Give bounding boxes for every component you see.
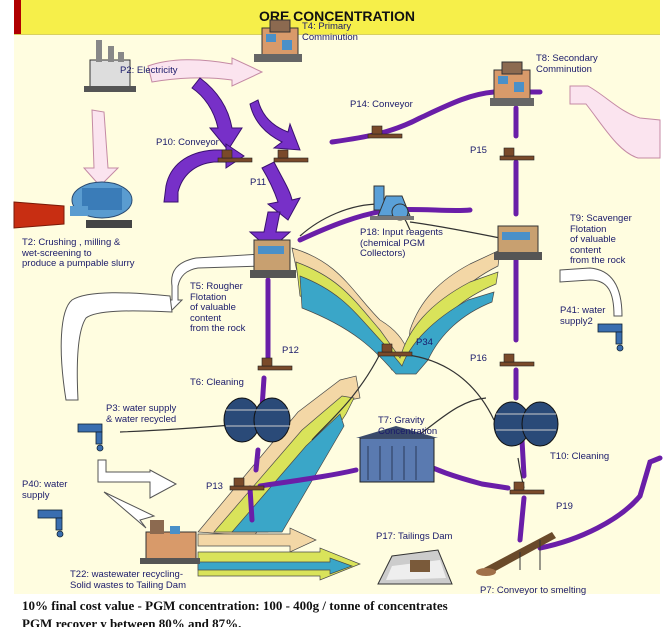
scavenger-flotation-cells [494,225,542,260]
label-p16: P16 [470,353,487,364]
label-p18-input-reagents: P18: Input reagents (chemical PGM Collec… [360,227,443,259]
rougher-flotation-cells [250,239,296,278]
wastewater-plant [140,520,200,564]
conveyor-pipes [163,77,301,251]
cleaning-tank-t6 [223,397,291,443]
reagent-flasks [370,185,414,221]
label-t5-rougher-flotation: T5: Rougher Flotation of valuable conten… [190,281,246,334]
label-p34: P34 [416,337,433,348]
primary-comminution-plant [254,19,302,62]
label-p7-conveyor-to-smelting: P7: Conveyor to smelting [480,585,587,596]
label-t7-gravity-concentration: T7: Gravity Concentration [378,415,438,437]
tailings-flows [197,247,501,581]
label-t10-cleaning: T10: Cleaning [550,451,610,462]
label-p17-tailings-dam: P17: Tailings Dam [376,531,453,542]
page-title: ORE CONCENTRATION [258,8,416,24]
water-tap-icons [37,323,624,538]
label-t6-cleaning: T6: Cleaning [190,377,244,388]
label-p2-electricity: P2: Electricity [120,65,178,76]
smelting-conveyor [476,532,556,576]
label-p14-conveyor: P14: Conveyor [350,99,413,110]
secondary-comminution-plant [490,61,534,106]
electricity-plant [84,40,136,92]
label-p10-conveyor: P10: Conveyor [156,137,219,148]
label-t9-scavenger-flotation: T9: Scavenger Flotation of valuable cont… [570,213,632,266]
cleaning-tank-t10 [493,401,559,447]
tailings-dam [377,549,453,585]
electricity-arrows [82,57,661,187]
label-p15: P15 [470,145,487,156]
label-p3-water-supply: P3: water supply & water recycled [106,403,177,425]
label-t4-primary-comminution: T4: Primary Comminution [302,21,358,43]
title-bar: ORE CONCENTRATION [14,0,660,35]
conveyor-pump-icons [217,125,545,495]
label-p40-water-supply: P40: water supply [22,479,68,501]
label-p11: P11 [250,177,267,188]
label-p13: P13 [206,481,223,492]
label-t8-secondary-comminution: T8: Secondary Comminution [536,53,598,75]
gravity-concentration-building [356,426,438,483]
label-p41-water-supply2: P41: water supply2 [560,305,606,327]
footer-recovery: PGM recover y between 80% and 87%. [22,616,242,627]
footer-cost-value: 10% final cost value - PGM concentration… [22,598,448,613]
label-t2-crushing: T2: Crushing , milling & wet-screening t… [22,237,135,269]
crushing-plant [70,181,133,228]
label-t22-wastewater-recycling: T22: wastewater recycling- Solid wastes … [70,569,186,591]
title-accent-bar [14,0,21,34]
water-flows [60,253,623,529]
label-p19: P19 [556,501,573,512]
label-p12: P12 [282,345,299,356]
red-input-arrow [13,201,65,229]
